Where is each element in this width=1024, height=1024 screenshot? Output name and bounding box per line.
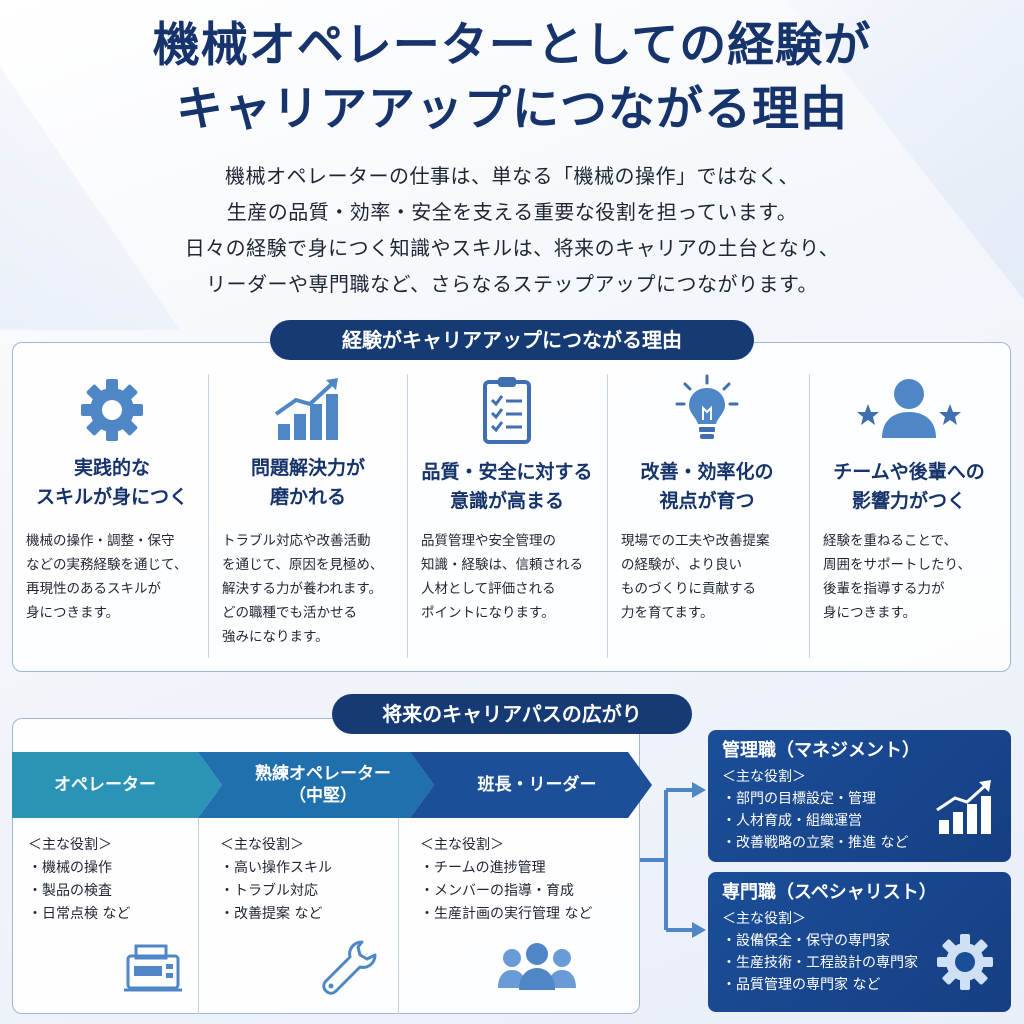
reason-card-quality-safety: 品質・安全に対する 意識が高まる 品質管理や安全管理の 知識・経験は、信頼される… (407, 374, 607, 658)
reason-card-skills: 実践的な スキルが身につく 機械の操作・調整・保守 などの実務経験を通じて、 再… (12, 374, 212, 658)
role-list: ＜主な役割＞ ・チームの進捗管理 ・メンバーの指導・育成 ・生産計画の実行管理 … (420, 837, 593, 922)
reason-card-improvement: 改善・効率化の 視点が育つ 現場での工夫や改善提案 の経験が、より良い ものづく… (607, 374, 807, 658)
page-title: 機械オペレーターとしての経験が キャリアアップにつながる理由 (0, 14, 1024, 142)
reason-title: 品質・安全に対する 意識が高まる (421, 461, 593, 512)
path-title: 専門職（スペシャリスト） (722, 882, 937, 903)
operator-roles: ＜主な役割＞ ・機械の操作 ・製品の検査 ・日常点検 など (12, 818, 198, 1014)
step-operator: オペレーター (12, 752, 222, 818)
branch-arrows (640, 760, 710, 960)
growth-chart-icon (208, 374, 408, 446)
path-title: 管理職（マネジメント） (722, 740, 920, 761)
step-skilled-operator: 熟練オペレーター （中堅） (198, 752, 434, 818)
role-list: ＜主な役割＞ ・機械の操作 ・製品の検査 ・日常点検 など (28, 837, 131, 922)
step-team-leader: 班長・リーダー (410, 752, 652, 818)
specialist-path-card: 専門職（スペシャリスト） ＜主な役割＞ ・設備保全・保守の専門家 ・生産技術・工… (708, 872, 1011, 1012)
reason-card-influence: チームや後輩への 影響力がつく 経験を重ねることで、 周囲をサポートしたり、 後… (809, 374, 1009, 658)
title-line-2: キャリアアップにつながる理由 (176, 82, 848, 137)
reason-description: 機械の操作・調整・保守 などの実務経験を通じて、 再現性のあるスキルが 身につき… (26, 533, 188, 621)
gear-icon (933, 930, 997, 994)
reason-description: 現場での工夫や改善提案 の経験が、より良い ものづくりに貢献する 力を育てます。 (621, 533, 770, 621)
intro-line: 機械オペレーターの仕事は、単なる「機械の操作」ではなく、 (225, 164, 799, 188)
column-divider (398, 818, 399, 1014)
career-steps: オペレーター 熟練オペレーター （中堅） 班長・リーダー (12, 752, 652, 818)
role-list: ＜主な役割＞ ・高い操作スキル ・トラブル対応 ・改善提案 など (220, 837, 332, 922)
intro-line: 生産の品質・効率・安全を支える重要な役割を担っています。 (226, 200, 798, 224)
reason-description: 品質管理や安全管理の 知識・経験は、信頼される 人材として評価される ポイントに… (421, 533, 583, 621)
machine-icon (118, 936, 188, 996)
column-divider (198, 818, 199, 1014)
skilled-operator-roles: ＜主な役割＞ ・高い操作スキル ・トラブル対応 ・改善提案 など (198, 818, 398, 1014)
leader-roles: ＜主な役割＞ ・チームの進捗管理 ・メンバーの指導・育成 ・生産計画の実行管理 … (398, 818, 640, 1014)
intro-line: リーダーや専門職など、さらなるステップアップにつながります。 (206, 272, 818, 296)
reason-title: 実践的な スキルが身につく (35, 457, 188, 508)
person-stars-icon (809, 374, 1009, 446)
reasons-heading: 経験がキャリアアップにつながる理由 (270, 320, 754, 360)
intro-text: 機械オペレーターの仕事は、単なる「機械の操作」ではなく、 生産の品質・効率・安全… (0, 158, 1024, 302)
gear-icon (12, 374, 212, 446)
career-heading: 将来のキャリアパスの広がり (332, 694, 692, 734)
management-path-card: 管理職（マネジメント） ＜主な役割＞ ・部門の目標設定・管理 ・人材育成・組織運… (708, 730, 1011, 862)
column-divider (208, 374, 209, 658)
wrench-icon (314, 936, 384, 996)
reasons-panel (12, 342, 1011, 672)
intro-line: 日々の経験で身につく知識やスキルは、将来のキャリアの土台となり、 (184, 236, 840, 260)
column-divider (607, 374, 608, 658)
column-divider (407, 374, 408, 658)
reason-title: 問題解決力が 磨かれる (250, 457, 365, 508)
reason-description: 経験を重ねることで、 周囲をサポートしたり、 後輩を指導する力が 身につきます。 (823, 533, 971, 621)
reason-description: トラブル対応や改善活動 を通じて、原因を見極め、 解決する力が養われます。 どの… (222, 533, 384, 645)
role-list: ＜主な役割＞ ・部門の目標設定・管理 ・人材育成・組織運営 ・改善戦略の立案・推… (722, 769, 909, 851)
growth-chart-icon (933, 776, 997, 840)
lightbulb-icon (607, 374, 807, 446)
role-list: ＜主な役割＞ ・設備保全・保守の専門家 ・生産技術・工程設計の専門家 ・品質管理… (722, 911, 918, 993)
reason-card-problem-solving: 問題解決力が 磨かれる トラブル対応や改善活動 を通じて、原因を見極め、 解決す… (208, 374, 408, 658)
title-line-1: 機械オペレーターとしての経験が (152, 18, 872, 73)
reason-title: チームや後輩への 影響力がつく (833, 461, 985, 512)
reason-title: 改善・効率化の 視点が育つ (640, 461, 774, 512)
team-icon (492, 936, 582, 996)
column-divider (809, 374, 810, 658)
checklist-icon (407, 374, 607, 446)
